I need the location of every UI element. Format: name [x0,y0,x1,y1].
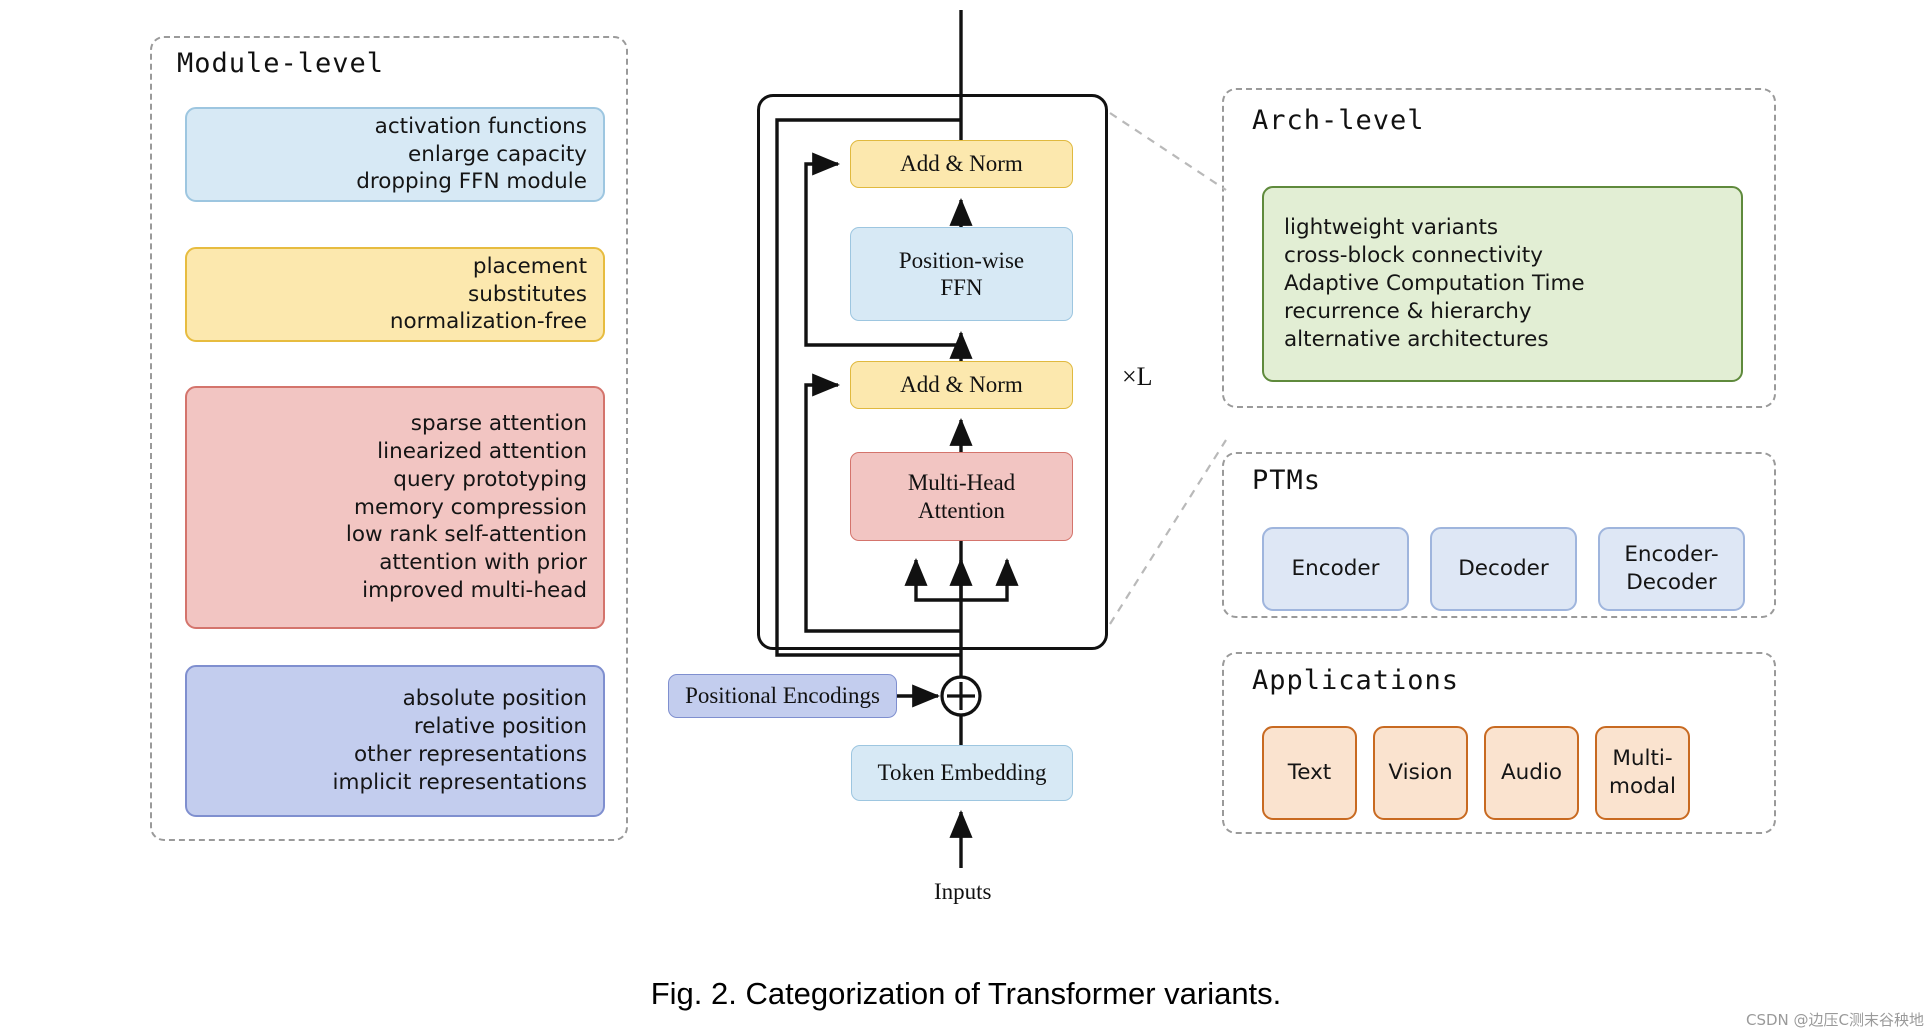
application-label-text: Text [1287,760,1332,786]
layer-repeat-label: ×L [1122,362,1153,391]
module-pos-item-0: absolute position [402,686,587,712]
token-embedding-node: Token Embedding [851,745,1073,801]
module-pos-item-3: implicit representations [332,769,587,795]
watermark-text: CSDN @边压C测末谷秧地 [1745,1011,1924,1029]
ptm-label-encoder-decoder: Encoder- Decoder [1624,542,1719,595]
application-label-vision: Vision [1388,760,1453,786]
figure-caption: Fig. 2. Categorization of Transformer va… [650,976,1282,1011]
module-level-panel [150,36,628,841]
module-pos-item-1: relative position [413,714,587,740]
module-attn-item-4: low rank self-attention [345,522,587,548]
module-attn-item-1: linearized attention [377,438,587,464]
module-norm-item-1: substitutes [468,281,587,307]
positional-encodings-label: Positional Encodings [685,683,880,709]
module-norm-item-0: placement [472,253,587,279]
arch-item-0: lightweight variants [1284,215,1499,241]
application-card-multimodal: Multi- modal [1595,726,1690,820]
multi-head-attention-label: Multi-Head Attention [907,470,1016,523]
add-norm-bottom-label: Add & Norm [900,372,1023,398]
module-norm-item-2: normalization-free [389,309,587,335]
module-pos-item-2: other representations [354,742,587,767]
application-card-audio: Audio [1484,726,1579,820]
application-label-audio: Audio [1500,760,1563,786]
module-card-norm: placement substitutes normalization-free [185,247,605,342]
module-ffn-item-0: activation functions [374,113,587,139]
arch-item-2: Adaptive Computation Time [1284,271,1585,297]
ffn-node: Position-wise FFN [850,227,1073,321]
application-label-multimodal: Multi- modal [1609,746,1676,799]
ptm-label-encoder: Encoder [1291,556,1380,582]
application-card-vision: Vision [1373,726,1468,820]
ptm-card-decoder: Decoder [1430,527,1577,611]
token-embedding-label: Token Embedding [877,760,1047,786]
arch-item-3: recurrence & hierarchy [1284,298,1532,324]
add-norm-bottom-node: Add & Norm [850,361,1073,409]
arch-level-title: Arch-level [1252,105,1425,136]
ptm-label-decoder: Decoder [1458,556,1549,582]
module-ffn-item-2: dropping FFN module [356,169,587,195]
inputs-label: Inputs [934,879,992,904]
module-card-attention: sparse attention linearized attention qu… [185,386,605,629]
module-card-position: absolute position relative position othe… [185,665,605,817]
applications-title: Applications [1252,665,1460,696]
applications-panel [1222,652,1776,834]
arch-level-panel [1222,88,1776,408]
module-level-title: Module-level [177,48,385,79]
ptm-card-encoder: Encoder [1262,527,1409,611]
ptm-card-encoder-decoder: Encoder- Decoder [1598,527,1745,611]
application-card-text: Text [1262,726,1357,820]
multi-head-attention-node: Multi-Head Attention [850,452,1073,541]
add-norm-top-label: Add & Norm [900,151,1023,177]
add-norm-top-node: Add & Norm [850,140,1073,188]
module-attn-item-5: attention with prior [379,550,587,576]
positional-encodings-node: Positional Encodings [668,674,897,718]
arch-level-card: lightweight variants cross-block connect… [1262,186,1743,382]
module-attn-item-0: sparse attention [410,410,587,436]
ptms-title: PTMs [1252,465,1322,496]
module-attn-item-3: memory compression [354,494,587,520]
ffn-label: Position-wise FFN [898,247,1025,300]
module-attn-item-6: improved multi-head [362,578,587,604]
arch-item-1: cross-block connectivity [1284,243,1543,269]
module-card-ffn: activation functions enlarge capacity dr… [185,107,605,202]
module-ffn-item-1: enlarge capacity [408,141,587,167]
module-attn-item-2: query prototyping [393,466,587,492]
arch-item-4: alternative architectures [1284,326,1549,352]
add-operator-icon [940,675,982,717]
